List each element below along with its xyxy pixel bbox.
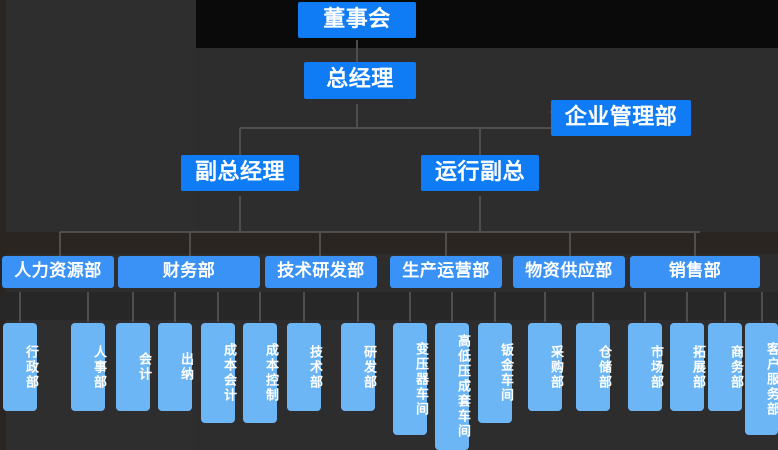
node-board[interactable]: 董事会 bbox=[298, 2, 416, 38]
node-department-sales[interactable]: 销售部 bbox=[630, 256, 760, 288]
background-patch bbox=[0, 292, 778, 320]
node-department-tech-rd[interactable]: 技术研发部 bbox=[265, 256, 377, 288]
node-leaf-sheet-metal-workshop[interactable]: 钣金车间 bbox=[478, 323, 513, 423]
node-enterprise-management[interactable]: 企业管理部 bbox=[551, 100, 691, 136]
node-leaf-customer-service[interactable]: 客户服务部 bbox=[745, 323, 778, 435]
node-leaf-admin[interactable]: 行政部 bbox=[3, 323, 38, 411]
node-department-finance[interactable]: 财务部 bbox=[118, 256, 260, 288]
node-leaf-cost-accounting[interactable]: 成本会计 bbox=[201, 323, 236, 423]
node-department-hr[interactable]: 人力资源部 bbox=[2, 256, 114, 288]
node-leaf-technology[interactable]: 技术部 bbox=[287, 323, 322, 411]
node-department-production-ops[interactable]: 生产运营部 bbox=[390, 256, 502, 288]
node-leaf-accounting[interactable]: 会计 bbox=[116, 323, 151, 411]
node-leaf-business[interactable]: 商务部 bbox=[708, 323, 743, 411]
node-leaf-research-development[interactable]: 研发部 bbox=[341, 323, 376, 411]
node-leaf-expansion[interactable]: 拓展部 bbox=[670, 323, 705, 411]
node-leaf-hv-lv-assembly-workshop[interactable]: 高低压成套车间 bbox=[435, 323, 470, 450]
background-patch bbox=[0, 232, 778, 254]
node-leaf-cost-control[interactable]: 成本控制 bbox=[243, 323, 278, 423]
node-operations-vice-president[interactable]: 运行副总 bbox=[421, 155, 539, 191]
node-leaf-purchasing[interactable]: 采购部 bbox=[528, 323, 563, 411]
node-deputy-general-manager[interactable]: 副总经理 bbox=[181, 155, 299, 191]
node-leaf-transformer-workshop[interactable]: 变压器车间 bbox=[393, 323, 428, 435]
node-leaf-market[interactable]: 市场部 bbox=[628, 323, 663, 411]
node-leaf-cashier[interactable]: 出纳 bbox=[158, 323, 193, 411]
node-leaf-warehouse[interactable]: 仓储部 bbox=[576, 323, 611, 411]
node-department-supply[interactable]: 物资供应部 bbox=[513, 256, 625, 288]
node-leaf-personnel[interactable]: 人事部 bbox=[71, 323, 106, 411]
node-general-manager[interactable]: 总经理 bbox=[304, 62, 416, 99]
